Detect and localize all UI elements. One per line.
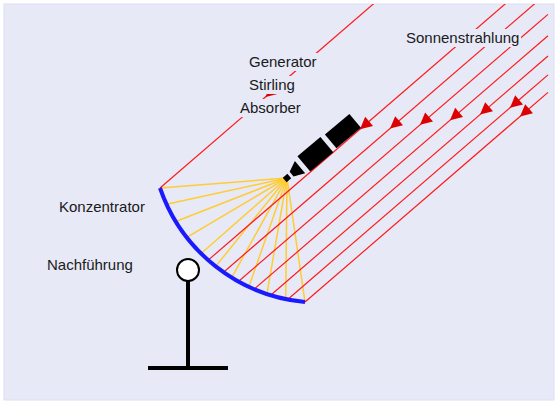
support-post bbox=[186, 281, 190, 368]
sun-ray bbox=[254, 36, 548, 289]
ray-arrowhead bbox=[360, 117, 373, 129]
reflected-ray bbox=[160, 178, 287, 188]
stirling-unit bbox=[278, 113, 361, 187]
part-label: Sonnenstrahlung bbox=[404, 29, 521, 47]
reflected-ray bbox=[287, 178, 305, 302]
background-panel bbox=[4, 4, 554, 400]
concentrator-dish bbox=[160, 188, 305, 302]
sun-ray bbox=[305, 92, 548, 302]
ray-arrowhead bbox=[450, 108, 463, 120]
rays bbox=[160, 4, 548, 302]
stirling-symbol bbox=[297, 137, 333, 172]
sun-ray bbox=[238, 14, 548, 281]
reflected-ray bbox=[187, 178, 287, 237]
ray-arrowhead bbox=[480, 102, 493, 114]
tracking-joint bbox=[177, 259, 199, 281]
part-label: Konzentrator bbox=[57, 198, 147, 216]
part-label: Absorber bbox=[238, 99, 303, 117]
sun-ray bbox=[288, 75, 548, 300]
part-label: Stirling bbox=[247, 76, 297, 94]
ray-arrowhead bbox=[520, 104, 533, 116]
sun-ray bbox=[160, 4, 376, 188]
sun-ray bbox=[224, 4, 537, 272]
absorber-cone bbox=[286, 161, 305, 180]
ray-arrowhead bbox=[420, 112, 433, 124]
sun-ray bbox=[271, 56, 548, 295]
ray-arrowhead bbox=[390, 116, 403, 128]
generator-symbol bbox=[325, 114, 361, 148]
ray-arrowhead bbox=[510, 95, 523, 107]
absorber-symbol bbox=[283, 174, 291, 182]
part-label: Generator bbox=[247, 53, 319, 71]
support-base bbox=[148, 366, 228, 370]
part-label: Nachführung bbox=[45, 256, 135, 274]
reflected-ray bbox=[249, 178, 287, 287]
